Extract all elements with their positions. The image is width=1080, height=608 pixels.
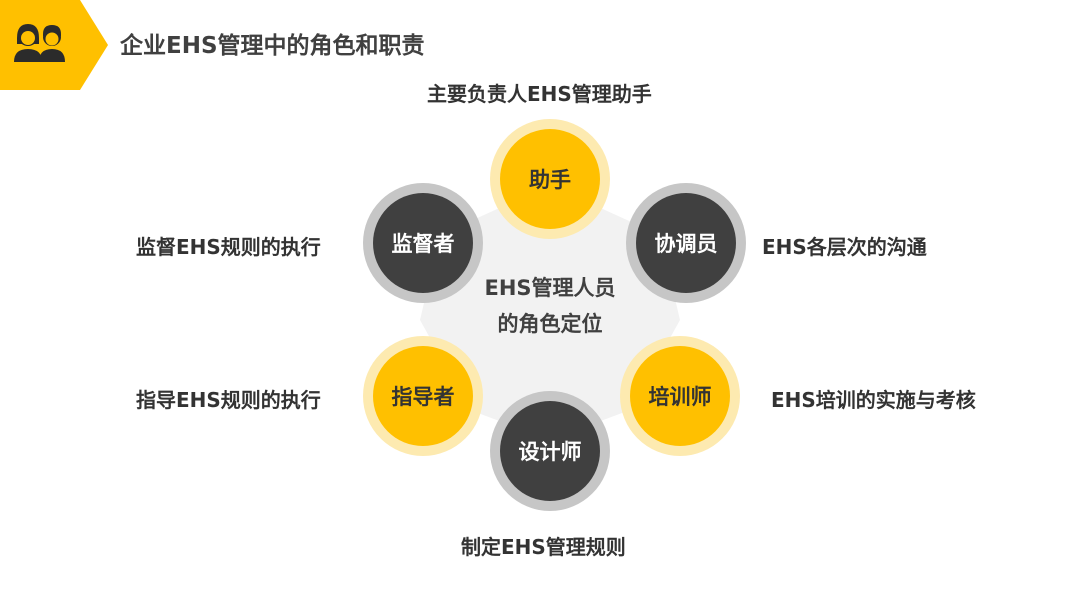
role-desc-designer: 制定EHS管理规则 [461,535,626,559]
role-label-designer: 设计师 [500,401,600,501]
role-label-guide: 指导者 [373,346,473,446]
role-label-coordinator: 协调员 [636,193,736,293]
role-desc-supervisor: 监督EHS规则的执行 [136,235,321,259]
center-title-line2: 的角色定位 [497,312,603,336]
role-desc-trainer: EHS培训的实施与考核 [771,388,976,412]
role-circle-guide: 指导者 [363,336,483,456]
people-icon [14,24,65,62]
role-label-assistant: 助手 [500,129,600,229]
center-title-line1: EHS管理人员 [484,276,616,300]
role-label-trainer: 培训师 [630,346,730,446]
page-title: 企业EHS管理中的角色和职责 [120,33,425,59]
role-label-supervisor: 监督者 [373,193,473,293]
role-desc-coordinator: EHS各层次的沟通 [762,235,927,259]
diagram-center-title: EHS管理人员 的角色定位 [455,270,645,342]
role-circle-assistant: 助手 [490,119,610,239]
role-circle-coordinator: 协调员 [626,183,746,303]
role-circle-trainer: 培训师 [620,336,740,456]
role-circle-designer: 设计师 [490,391,610,511]
role-desc-guide: 指导EHS规则的执行 [136,388,321,412]
role-circle-supervisor: 监督者 [363,183,483,303]
role-desc-assistant: 主要负责人EHS管理助手 [427,82,652,106]
header-badge [0,0,110,90]
